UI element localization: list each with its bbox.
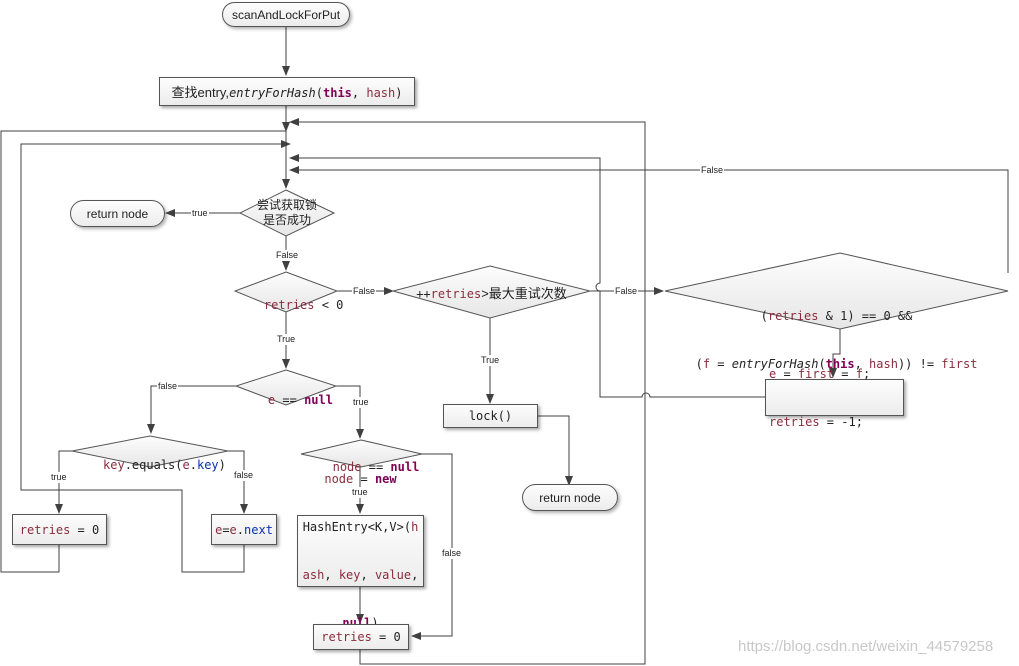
- edge-label-inc-false: False: [614, 286, 639, 297]
- node-null-text: node == null: [332, 460, 420, 474]
- find-entry-box: 查找entry,entryForHash(this, hash): [159, 77, 415, 106]
- retries-lt0-text: retries < 0: [263, 298, 344, 312]
- retries-lt0-diamond: [233, 271, 339, 313]
- edge-label-inc-true: True: [480, 355, 501, 366]
- edge-label-lt0-true: True: [276, 334, 297, 345]
- try-lock-diamond: [238, 189, 336, 237]
- edge-label-node-null-false: false: [441, 548, 463, 559]
- return-node-right: return node: [522, 484, 618, 511]
- return-node-left: return node: [70, 200, 165, 227]
- e-next-label: e=e.next: [215, 522, 273, 537]
- edge-label-try-true: true: [191, 208, 209, 219]
- new-node-label: node = new HashEntry<K,V>(h ash, key, va…: [302, 472, 419, 630]
- lock-label: lock(): [468, 409, 513, 423]
- e-null-text: e == null: [267, 393, 333, 407]
- return-node-right-label: return node: [539, 490, 601, 505]
- edge-label-node-null-true: true: [351, 487, 369, 498]
- start-node: scanAndLockForPut: [222, 2, 350, 27]
- edge-label-e-null-true: true: [352, 397, 370, 408]
- key-equals-text: key.equals(e.key): [103, 458, 226, 472]
- edge-label-lt0-false: False: [352, 286, 377, 297]
- find-entry-label: 查找entry,entryForHash(this, hash): [171, 84, 403, 100]
- check-first-diamond: [664, 252, 1009, 330]
- retries-zero-bottom-box: retries = 0: [313, 624, 409, 650]
- start-label: scanAndLockForPut: [231, 7, 341, 22]
- edge-label-e-null-false: false: [157, 381, 179, 392]
- edge-label-try-false: False: [275, 250, 300, 261]
- inc-retries-diamond: [391, 265, 592, 319]
- retries-zero-bottom-label: retries = 0: [321, 630, 401, 644]
- edge-label-key-false: false: [233, 470, 255, 481]
- inc-retries-text: ++retries>最大重试次数: [416, 286, 567, 301]
- e-next-box: e=e.next: [211, 514, 277, 545]
- e-null-diamond: [234, 369, 338, 406]
- try-lock-text: 尝试获取锁 是否成功: [256, 198, 317, 227]
- retries-zero-left-box: retries = 0: [12, 514, 107, 545]
- assign-first-label: e = first = f; retries = -1;: [769, 366, 871, 429]
- edge-label-check-false: False: [700, 165, 725, 176]
- return-node-left-label: return node: [86, 206, 149, 221]
- check-first-text: (retries & 1) == 0 && (f = entryForHash(…: [695, 309, 978, 371]
- watermark: https://blog.csdn.net/weixin_44579258: [738, 638, 994, 655]
- node-null-diamond: [300, 439, 423, 468]
- key-equals-diamond: [71, 435, 229, 468]
- edge-label-key-true: true: [50, 472, 68, 483]
- retries-zero-left-label: retries = 0: [19, 522, 100, 537]
- new-node-box: node = new HashEntry<K,V>(h ash, key, va…: [297, 472, 424, 630]
- assign-first-box: e = first = f; retries = -1;: [765, 367, 904, 429]
- lock-box: lock(): [443, 404, 538, 428]
